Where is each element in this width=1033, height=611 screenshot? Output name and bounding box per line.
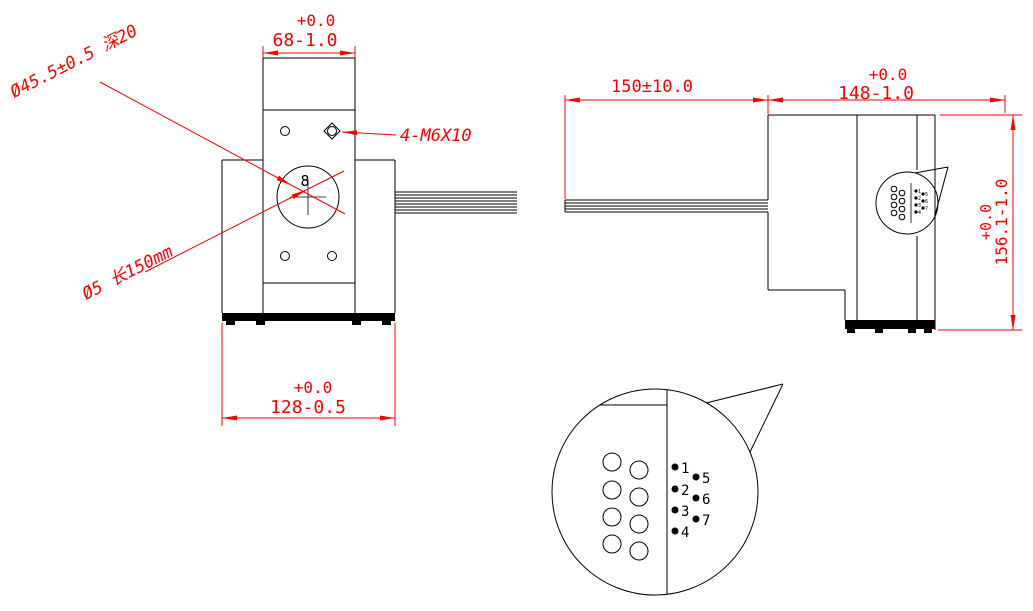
counterbore-label: Ø45.5±0.5 深20 (7, 21, 141, 102)
hole-diamond-mark (323, 122, 341, 140)
center-bore-circle (276, 165, 340, 229)
side-base-bar (845, 320, 935, 329)
pin-label: 1 (681, 461, 689, 477)
side-view-geometry: 1 2 3 4 5 6 7 (564, 114, 949, 333)
detail-circle (551, 388, 759, 596)
thread-label: 4-M6X10 (400, 126, 472, 146)
dim-bottom-value: 128-0.5 (270, 397, 346, 418)
mini-pin-label: 4 (918, 210, 921, 216)
front-view-geometry (221, 57, 517, 325)
mounting-hole (280, 126, 290, 136)
mini-pin-label: 1 (918, 189, 921, 195)
front-view: +0.0 68-1.0 +0.0 128-0.5 Ø45.5±0.5 深20 Ø… (7, 11, 517, 426)
side-view-dimensions: 150±10.0 +0.0 148-1.0 +0.0 156.1-1.0 (564, 65, 1022, 331)
dim-height-tolerance: +0.0 (977, 204, 995, 240)
shaft-label: Ø5 长150mm (79, 242, 176, 305)
dim-bottom-tolerance: +0.0 (294, 378, 333, 397)
pin-count-label: 8 (300, 172, 309, 190)
mounting-hole (280, 251, 290, 261)
dim-top-tolerance: +0.0 (297, 11, 336, 30)
pin-label: 5 (702, 471, 710, 487)
mini-pin-label: 3 (918, 203, 921, 209)
side-view: 1 2 3 4 5 6 7 150±10.0 +0.0 148-1.0 (564, 65, 1022, 333)
dim-width-tolerance: +0.0 (869, 65, 908, 84)
cable-front (395, 191, 517, 214)
front-base-bar (222, 313, 395, 321)
mini-pin-label: 7 (925, 206, 928, 212)
detail-view: 1 2 3 4 5 6 7 (551, 383, 784, 596)
front-view-dimensions: +0.0 68-1.0 +0.0 128-0.5 Ø45.5±0.5 深20 Ø… (7, 11, 472, 426)
cable-side (564, 199, 768, 213)
dim-width-value: 148-1.0 (838, 83, 914, 104)
mini-pin-label: 2 (918, 196, 921, 202)
mini-pin-label: 6 (925, 199, 928, 205)
dim-height-value: 156.1-1.0 (992, 179, 1011, 266)
connector-holes (602, 452, 649, 561)
mounting-hole (327, 251, 337, 261)
pin-label: 6 (702, 492, 710, 508)
dim-cable-length: 150±10.0 (611, 77, 693, 97)
mounting-hole (327, 126, 337, 136)
pin-label: 4 (681, 525, 689, 541)
mini-pin-label: 5 (925, 192, 928, 198)
pin-label: 2 (681, 483, 689, 499)
pin-label: 7 (702, 513, 710, 529)
pin-label: 3 (681, 504, 689, 520)
connector-balloon: 1 2 3 4 5 6 7 (875, 166, 949, 235)
dim-top-value: 68-1.0 (272, 30, 337, 51)
connector-pins: 1 2 3 4 5 6 7 (671, 461, 710, 541)
